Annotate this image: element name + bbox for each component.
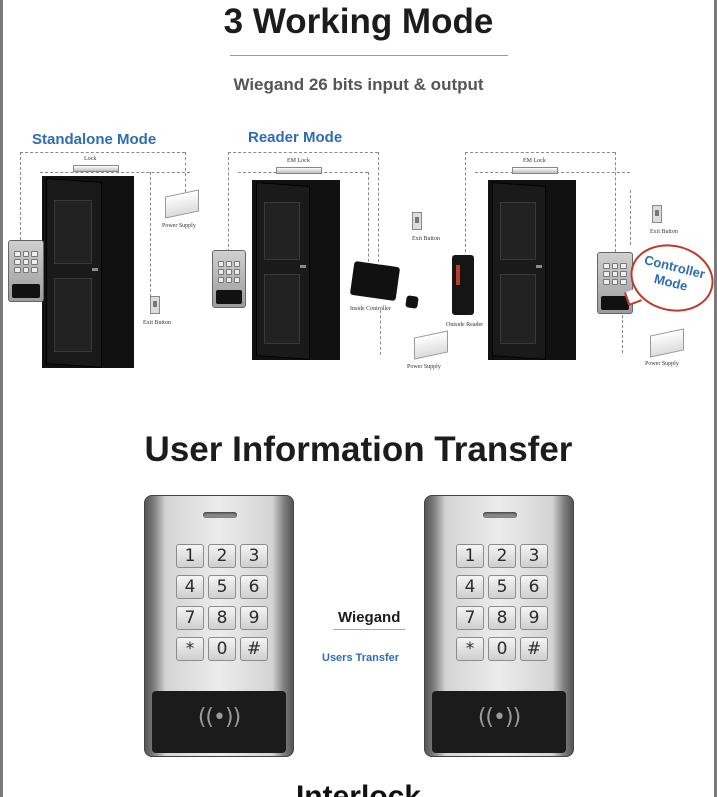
wire xyxy=(465,152,615,153)
power-supply-label: Power Supply xyxy=(162,223,196,229)
exit-button-label: Exit Button xyxy=(412,236,440,242)
wire xyxy=(622,315,623,353)
keypad-device xyxy=(597,252,633,314)
key-6: 6 xyxy=(240,575,268,599)
wire xyxy=(368,172,369,277)
section-title: User Information Transfer xyxy=(144,430,573,469)
wire xyxy=(150,172,151,297)
page-title: 3 Working Mode xyxy=(223,2,494,41)
key-7: 7 xyxy=(176,606,204,630)
wire xyxy=(630,190,631,245)
wire xyxy=(40,172,190,173)
key-5: 5 xyxy=(488,575,516,599)
controller-mode-label: Controller Mode xyxy=(642,252,707,294)
lock-label: Lock xyxy=(84,156,97,162)
controller-device xyxy=(349,260,401,302)
em-lock-device xyxy=(276,167,322,174)
door-panel xyxy=(54,200,92,264)
em-lock-device xyxy=(512,167,558,174)
wiegand-label: Wiegand xyxy=(338,609,401,626)
key-3: 3 xyxy=(240,544,268,568)
mode-label-standalone: Standalone Mode xyxy=(32,131,157,148)
key-0: 0 xyxy=(208,637,236,661)
key-star: * xyxy=(456,637,484,661)
wire xyxy=(20,152,21,240)
key-6: 6 xyxy=(520,575,548,599)
outside-reader-device xyxy=(452,255,474,315)
rfid-reader-area: ((•)) xyxy=(152,691,286,753)
door-handle xyxy=(536,265,542,268)
key-star: * xyxy=(176,637,204,661)
door-panel xyxy=(264,202,300,260)
em-lock-label: EM Lock xyxy=(287,158,310,164)
power-supply-device xyxy=(414,330,448,360)
controller-label: Inside Controller xyxy=(350,306,391,312)
controller-accessory xyxy=(405,295,419,309)
key-hash: # xyxy=(520,637,548,661)
power-supply-device xyxy=(650,328,684,358)
left-border xyxy=(0,0,3,797)
outside-reader-label: Outside Reader xyxy=(446,322,484,328)
controller-mode-bubble: Controller Mode xyxy=(623,235,717,321)
key-1: 1 xyxy=(456,544,484,568)
keypad-right: 1 2 3 4 5 6 7 8 9 * 0 # ((•)) xyxy=(424,495,574,757)
mode-label-reader: Reader Mode xyxy=(248,129,343,146)
power-supply-device xyxy=(165,189,199,219)
key-3: 3 xyxy=(520,544,548,568)
rfid-reader-area: ((•)) xyxy=(432,691,566,753)
keypad-device xyxy=(8,240,44,302)
door-handle xyxy=(92,268,98,271)
em-lock-label: EM Lock xyxy=(523,158,546,164)
key-8: 8 xyxy=(488,606,516,630)
led-slot xyxy=(483,512,517,518)
keypad-keys: 1 2 3 4 5 6 7 8 9 * 0 # xyxy=(176,544,272,661)
door-panel xyxy=(500,274,536,344)
rfid-icon: ((•)) xyxy=(477,705,521,730)
exit-button-label: Exit Button xyxy=(650,229,678,235)
lock-device xyxy=(73,165,119,172)
page-subtitle: Wiegand 26 bits input & output xyxy=(233,75,484,94)
exit-button-label: Exit Button xyxy=(143,320,171,326)
door-panel xyxy=(500,202,536,260)
wire xyxy=(228,152,229,252)
power-supply-label: Power Supply xyxy=(407,364,441,370)
wire xyxy=(20,152,185,153)
door-panel xyxy=(264,274,300,344)
door-handle xyxy=(300,265,306,268)
key-9: 9 xyxy=(520,606,548,630)
rfid-icon: ((•)) xyxy=(197,705,241,730)
key-4: 4 xyxy=(176,575,204,599)
led-slot xyxy=(203,512,237,518)
title-divider xyxy=(230,55,508,56)
key-hash: # xyxy=(240,637,268,661)
key-9: 9 xyxy=(240,606,268,630)
exit-button-device xyxy=(150,296,160,314)
exit-button-device xyxy=(652,205,662,223)
keypad-keys: 1 2 3 4 5 6 7 8 9 * 0 # xyxy=(456,544,552,661)
key-2: 2 xyxy=(488,544,516,568)
key-2: 2 xyxy=(208,544,236,568)
key-4: 4 xyxy=(456,575,484,599)
power-supply-label: Power Supply xyxy=(645,361,679,367)
users-transfer-label: Users Transfer xyxy=(322,652,400,664)
door-panel xyxy=(54,278,92,352)
keypad-device xyxy=(212,250,246,308)
wire xyxy=(615,152,616,252)
cut-off-heading: Interlock xyxy=(295,780,422,797)
wiegand-underline xyxy=(333,629,405,630)
key-1: 1 xyxy=(176,544,204,568)
key-8: 8 xyxy=(208,606,236,630)
wire xyxy=(378,152,379,262)
keypad-left: 1 2 3 4 5 6 7 8 9 * 0 # ((•)) xyxy=(144,495,294,757)
exit-button-device xyxy=(412,212,422,230)
key-5: 5 xyxy=(208,575,236,599)
wire xyxy=(465,152,466,252)
key-0: 0 xyxy=(488,637,516,661)
key-7: 7 xyxy=(456,606,484,630)
wire xyxy=(228,152,378,153)
wire xyxy=(380,310,381,355)
right-border xyxy=(714,0,717,797)
